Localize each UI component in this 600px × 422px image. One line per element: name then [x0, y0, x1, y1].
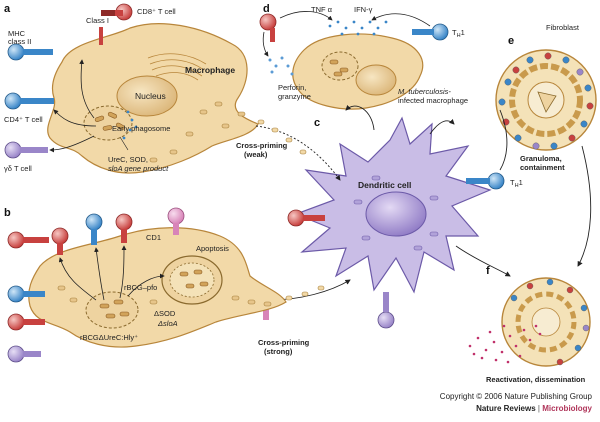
dc-vesicles	[353, 175, 439, 251]
perforin-label-2: granzyme	[278, 92, 311, 101]
dc-label: Dendritic cell	[358, 180, 411, 190]
mtb-label-2: infected macrophage	[398, 96, 468, 105]
mhc2-label-1: MHC	[8, 29, 26, 38]
gdt-cell	[4, 141, 48, 159]
journal-separator: |	[537, 404, 540, 413]
bacteria-d	[329, 59, 349, 77]
class1-label: Class I	[86, 16, 109, 25]
arrows-d	[262, 11, 431, 57]
cd8-label: CD8⁺ T cell	[137, 7, 176, 16]
reactivation-label: Reactivation, dissemination	[486, 375, 586, 384]
urec-label-1: UreC, SOD,	[108, 155, 148, 164]
vesicles-b	[57, 285, 272, 307]
rbcg-label: rBCGΔUreC:Hly⁺	[80, 333, 138, 342]
cd8-t-cell-d	[259, 13, 277, 42]
macrophage-label-a: Macrophage	[185, 65, 235, 75]
weak-label-2: (weak)	[244, 150, 268, 159]
strong-label-2: (strong)	[264, 347, 293, 356]
panel-f: f Reactivation, dissemination	[468, 265, 591, 384]
granuloma-label-1: Granuloma,	[520, 154, 562, 163]
th1-label-d: TH1	[452, 28, 465, 39]
dsod-label: ΔSOD	[154, 309, 176, 318]
t-cells-b	[7, 207, 185, 363]
macrophage-b	[28, 227, 287, 348]
panel-a-letter: a	[4, 3, 11, 15]
cd8-t-cell	[101, 3, 133, 21]
granuloma-cells	[498, 52, 594, 150]
ifn-label: IFN-γ	[354, 5, 373, 14]
dc-nucleus	[365, 191, 427, 237]
early-phagosome	[83, 105, 133, 141]
panel-e-letter: e	[508, 35, 514, 47]
granuloma-f-cells	[510, 278, 590, 366]
strong-label-1: Cross-priming	[258, 338, 310, 347]
fibroblast-label: Fibroblast	[546, 23, 580, 32]
arrows-c	[255, 104, 592, 301]
journal-section: Microbiology	[542, 404, 592, 413]
disseminating-bacteria	[468, 324, 542, 364]
panel-e: e Fibroblast Granuloma, containment	[495, 23, 597, 172]
panel-a: a Nucleus	[4, 3, 259, 174]
cd4-label: CD4⁺ T cell	[4, 115, 43, 124]
panel-c-letter: c	[314, 117, 320, 129]
weak-label-1: Cross-priming	[236, 141, 288, 150]
granuloma-label-2: containment	[520, 163, 565, 172]
cd1-t-cell-c	[377, 292, 395, 329]
er-lines-a	[147, 53, 207, 81]
panel-b-letter: b	[4, 207, 11, 219]
perforin-dots	[268, 56, 294, 76]
perforin-label-1: Perforin,	[278, 83, 306, 92]
urec-label-2: sloA gene product	[108, 164, 169, 173]
secreted-dots-a	[122, 110, 138, 140]
pfo-label: rBCG–pfo	[124, 283, 157, 292]
journal-name: Nature Reviews	[476, 404, 536, 413]
th1-cell-c	[466, 172, 505, 190]
arrows-b	[58, 245, 165, 301]
panel-b: b CD1 Apoptosis rBCG–pfo ΔSOD ΔsloA rBCG…	[4, 207, 287, 363]
nucleus-a	[116, 75, 178, 117]
gdt-label: γδ T cell	[4, 164, 32, 173]
mhc2-label-2: class II	[8, 37, 31, 46]
cytokine-dots	[328, 20, 388, 36]
class1-receptor	[99, 27, 103, 45]
arrows-a	[49, 59, 97, 153]
rbcg-phagosome	[85, 291, 139, 329]
th1-cell-d	[412, 23, 449, 41]
dsloa-label: ΔsloA	[157, 319, 178, 328]
panel-c: c Dendritic cell TH1 Cross-priming (weak…	[236, 104, 592, 356]
cd8-t-cell-c	[287, 209, 325, 227]
bacteria-b	[179, 269, 209, 289]
copyright-text: Copyright © 2006 Nature Publishing Group	[439, 392, 592, 401]
cd1-label: CD1	[146, 233, 161, 242]
panel-f-letter: f	[486, 265, 490, 277]
cd4-t-cell	[4, 92, 54, 110]
rbcg-bacteria	[99, 299, 130, 319]
apoptosis-label: Apoptosis	[196, 244, 229, 253]
phagosome-label: Early phagosome	[112, 124, 170, 133]
panel-d-letter: d	[263, 3, 270, 15]
th1-label-c: TH1	[510, 178, 523, 189]
vesicles-a	[149, 101, 246, 163]
nucleus-label: Nucleus	[135, 91, 166, 101]
mtb-label-1: M. tuberculosis-	[398, 87, 451, 96]
journal-credit: Nature Reviews | Microbiology	[476, 404, 592, 413]
bacteria-a	[94, 111, 125, 131]
cd4-t-cell-top	[7, 43, 53, 61]
tnf-label: TNF α	[311, 5, 333, 14]
panel-d: d TNF α IFN-γ TH1 Perforin,	[259, 3, 468, 110]
